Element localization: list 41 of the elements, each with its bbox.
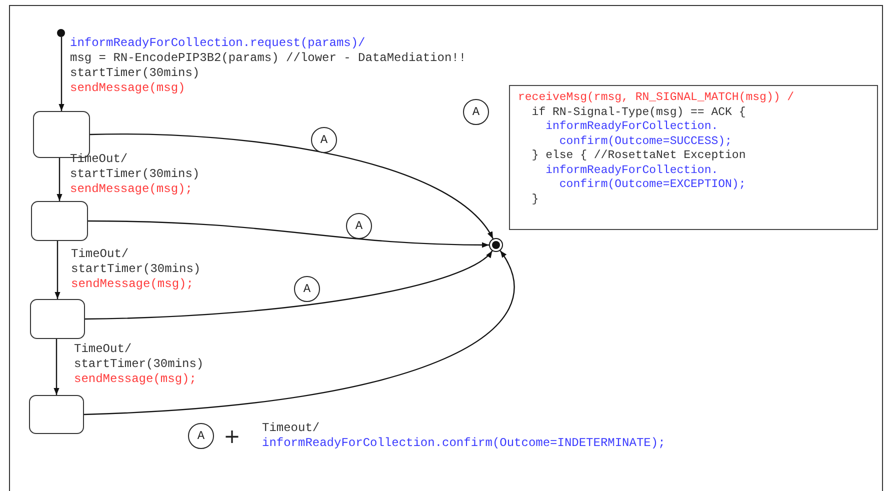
transition-label: Timeout/ xyxy=(262,421,320,436)
transition-arrow xyxy=(54,241,60,299)
transition-arrow xyxy=(90,134,494,240)
initial-state-dot xyxy=(57,29,65,37)
transition-arrow xyxy=(56,158,62,201)
transition-label: startTimer(30mins) xyxy=(70,66,200,81)
action-box xyxy=(509,85,878,230)
transition-arrow xyxy=(54,339,60,395)
code-line: } xyxy=(530,192,540,207)
transition-arrow xyxy=(58,37,64,111)
transition-label: TimeOut/ xyxy=(70,152,128,167)
transition-arrow xyxy=(84,250,515,416)
plus-sign: + xyxy=(224,426,240,446)
transition-label: informReadyForCollection.confirm(Outcome=INDETERMINATE); xyxy=(262,436,666,451)
state-box xyxy=(30,299,85,339)
transition-label: sendMessage(msg) xyxy=(70,81,186,96)
transition-arrow xyxy=(88,220,489,248)
connector-circle: A xyxy=(188,423,214,449)
transition-label: sendMessage(msg); xyxy=(74,372,196,387)
transition-label: sendMessage(msg); xyxy=(71,277,194,292)
transition-label: TimeOut/ xyxy=(74,342,132,357)
code-line: if RN-Signal-Type(msg) == ACK { xyxy=(530,106,747,120)
transition-label: msg = RN-EncodePIP3B2(params) //lower - DataMediation!! xyxy=(70,51,466,66)
transition-label: startTimer(30mins) xyxy=(71,262,201,277)
transition-label: sendMessage(msg); xyxy=(70,182,192,197)
code-line: receiveMsg(rmsg, RN_SIGNAL_MATCH(msg)) / xyxy=(518,91,796,106)
transition-arrow xyxy=(84,250,493,320)
connector-circle: A xyxy=(294,276,320,302)
state-box xyxy=(29,395,84,434)
code-line: informReadyForCollection. confirm(Outcome=SUCCESS); xyxy=(544,120,733,149)
code-line: } else { //RosettaNet Exception xyxy=(530,149,747,164)
transition-label: informReadyForCollection.request(params)/ xyxy=(70,36,366,51)
transition-label: startTimer(30mins) xyxy=(70,167,200,182)
connector-circle: A xyxy=(311,127,337,153)
connector-circle: A xyxy=(463,99,489,125)
transition-label: startTimer(30mins) xyxy=(74,357,204,372)
code-line: informReadyForCollection. confirm(Outcome=EXCEPTION); xyxy=(544,164,747,192)
state-box xyxy=(31,201,88,241)
transition-label: TimeOut/ xyxy=(71,247,129,262)
final-state-circle xyxy=(489,238,503,252)
connector-circle: A xyxy=(346,213,372,239)
